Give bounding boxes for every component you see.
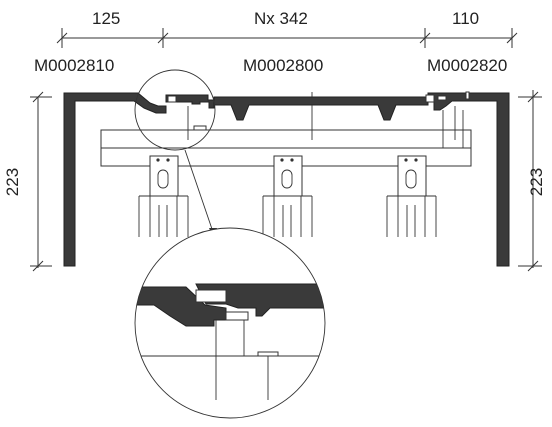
clip-right-2 <box>437 95 447 101</box>
dimension-right-width: 110 <box>452 9 480 28</box>
clip-right <box>425 94 435 103</box>
profile-label-right: M0002820 <box>427 56 508 75</box>
hanger-middle <box>262 155 313 237</box>
profile-label-middle: M0002800 <box>243 56 324 75</box>
detail-marker-circle <box>134 69 216 151</box>
hanger-left <box>138 155 189 237</box>
top-dimension-line <box>56 28 518 48</box>
profile-label-left: M0002810 <box>34 56 115 75</box>
enlarged-detail <box>134 227 326 419</box>
profile-left-end <box>63 92 167 267</box>
clip-left <box>167 95 177 103</box>
dimension-left-width: 125 <box>92 9 121 28</box>
left-height-dimension-line <box>30 91 52 272</box>
dimension-middle-width: Nx 342 <box>254 9 308 28</box>
detail-leader-line <box>184 149 214 233</box>
right-height-dimension-line <box>518 90 542 272</box>
dimension-height-right: 223 <box>527 167 547 197</box>
hanger-right <box>386 155 437 237</box>
profile-right-end <box>427 92 510 267</box>
dimension-height-left: 223 <box>3 167 23 197</box>
screw-right <box>465 91 470 100</box>
profile-middle-panel <box>165 94 429 121</box>
